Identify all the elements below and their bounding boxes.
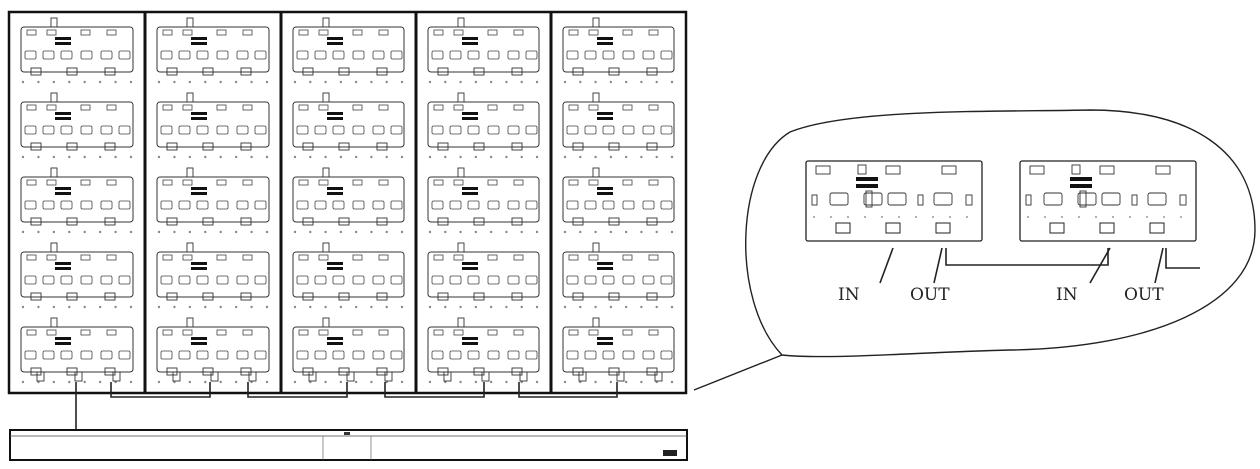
label-out-right: OUT [1124,285,1164,305]
control-box [9,429,688,461]
cabinet-connection-wires [75,382,618,430]
detail-module-right [1019,160,1197,242]
led-module [427,92,540,159]
cabinet-power-port [654,371,663,382]
led-module [156,167,270,234]
led-module [292,92,405,159]
cabinet-power-port [519,371,528,382]
led-module [20,92,134,159]
led-module [562,242,675,309]
led-module [156,92,270,159]
led-module [292,17,405,84]
cabinet-power-port [248,371,257,382]
led-module [20,17,134,84]
led-module [562,167,675,234]
label-out-left: OUT [910,285,950,305]
detail-callout-bubble [693,109,1256,391]
label-in-right: IN [1056,285,1078,305]
led-module [427,17,540,84]
led-module [156,17,270,84]
led-module [292,167,405,234]
led-module [427,242,540,309]
led-module [20,167,134,234]
cabinet-power-port [172,371,181,382]
cabinet-power-port [481,371,490,382]
led-module [156,242,270,309]
led-module [292,242,405,309]
control-box-port [663,450,677,456]
cabinet-power-port [210,371,219,382]
cabinet-power-port [36,371,45,382]
led-module [20,242,134,309]
cabinet-power-port [112,371,121,382]
led-module [562,17,675,84]
cabinet-power-port [616,371,625,382]
led-wall-columns [20,12,675,393]
cabinet-power-port [74,371,83,382]
led-module [562,92,675,159]
detail-wiring [879,247,1200,284]
label-in-left: IN [838,285,860,305]
cabinet-power-port [578,371,587,382]
led-module [427,167,540,234]
cabinet-power-port [346,371,355,382]
cabinet-power-port [443,371,452,382]
detail-module-left [805,160,983,242]
cabinet-power-port [308,371,317,382]
led-wall-frame [7,10,688,395]
cabinet-power-port [384,371,393,382]
